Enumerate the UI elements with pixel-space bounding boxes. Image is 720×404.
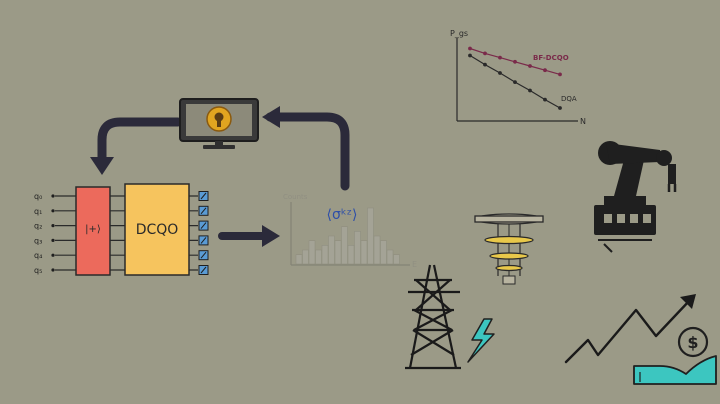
arrow-head-right [262, 225, 280, 247]
meter-needle [200, 251, 207, 259]
histogram-bar [360, 240, 368, 265]
arrow-histogram-to-monitor [265, 112, 350, 191]
init-gate-label: |+⟩ [85, 224, 101, 235]
qubit-label: q₂ [34, 222, 42, 231]
series-point [483, 51, 487, 56]
monitor-icon [179, 98, 259, 149]
robot-arm-icon [594, 141, 677, 253]
series-point [498, 55, 502, 60]
quantum-circuit: |+⟩ DCQO q₀ q₁ q₂ q₃ q₄ q₅ [34, 183, 209, 276]
histogram-ylabel: Counts [283, 193, 308, 201]
meter-needle [200, 266, 207, 274]
histogram-bar [347, 245, 355, 265]
series-point [483, 62, 487, 67]
series-label-bf-dcqo: BF-DCQO [533, 54, 569, 62]
qubit-label: q₄ [34, 251, 42, 260]
qubit-label: q₅ [34, 266, 42, 275]
qubit-dot [51, 209, 55, 213]
histogram-bar [354, 231, 361, 265]
growth-chart-icon [564, 294, 696, 364]
series-label-dqa: DQA [561, 95, 577, 103]
histogram: Counts E [283, 193, 417, 269]
qubit-dot [51, 194, 55, 198]
histogram-bar [367, 207, 374, 265]
series-point [543, 68, 547, 73]
qubit-dot [51, 238, 55, 242]
histogram-bar [386, 249, 394, 265]
series-point [513, 59, 517, 64]
qubit-dot [51, 268, 55, 272]
dilution-fridge-icon [474, 213, 544, 285]
quantum-chip-icon [206, 106, 232, 132]
series-point [468, 46, 472, 51]
histogram-bar [380, 240, 387, 265]
dcqo-gate [124, 183, 190, 276]
histogram-bar [328, 235, 335, 265]
dollar-hand-icon: $ [633, 326, 717, 385]
lightning-icon [467, 318, 495, 363]
histogram-bar [393, 254, 400, 265]
arrow-head-left [262, 106, 280, 128]
qubit-label: q₁ [34, 207, 42, 216]
meter-needle [200, 237, 207, 244]
histogram-bar [295, 254, 303, 265]
power-tower-icon [405, 264, 461, 370]
pgs-chart: P_gs N BF-DCQO DQA [450, 29, 586, 126]
histogram-bar [334, 240, 342, 265]
histogram-bar [373, 235, 381, 265]
meter-needle [200, 222, 207, 229]
histogram-bar [315, 249, 322, 265]
series-point [528, 88, 532, 93]
series-point [543, 97, 547, 102]
qubit-dot [51, 224, 55, 228]
svg-text:$: $ [687, 333, 698, 352]
series-point [558, 72, 562, 77]
pgs-xlabel: N [580, 117, 586, 126]
arrow-head-down [90, 157, 114, 175]
series-point [513, 80, 517, 84]
histogram-bar [321, 245, 329, 265]
histogram-bar [341, 226, 348, 265]
qubit-dot [51, 253, 55, 257]
meter-needle [200, 192, 207, 200]
pgs-ylabel: P_gs [450, 29, 468, 38]
series-point [528, 64, 532, 68]
histogram-xlabel: E [412, 260, 417, 269]
meter-needle [200, 207, 207, 215]
series-point [468, 53, 472, 58]
histogram-bar [302, 249, 309, 265]
observable-label: ⟨σᵏᶻ⟩ [327, 207, 358, 223]
arrow-monitor-to-circuit [97, 117, 183, 165]
qubit-label: q₃ [34, 236, 42, 245]
qubit-label: q₀ [34, 192, 42, 201]
init-gate [75, 186, 111, 276]
histogram-bar [308, 240, 316, 265]
series-point [498, 71, 502, 75]
dcqo-gate-label: DCQO [136, 222, 179, 238]
series-point [558, 106, 562, 110]
